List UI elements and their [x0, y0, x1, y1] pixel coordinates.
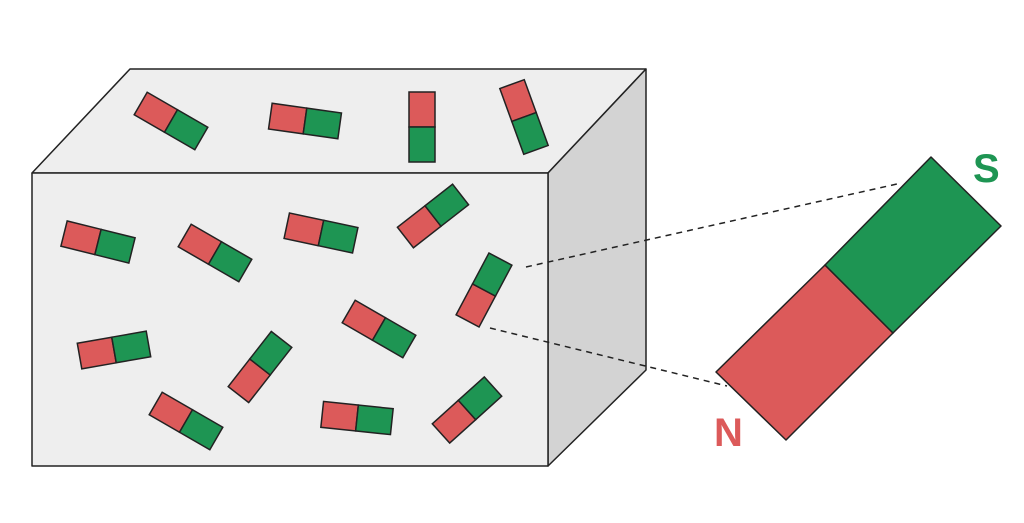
domain-south-half	[457, 375, 503, 421]
zoom-guide-lines	[489, 183, 898, 387]
domain-magnet	[227, 330, 293, 404]
block-front-face	[31, 172, 549, 467]
domain-south-half	[510, 111, 550, 156]
domain-magnet	[320, 400, 394, 436]
domain-south-half	[163, 108, 209, 151]
enlarged-magnet-south-half	[824, 156, 1002, 334]
domain-magnet	[341, 299, 417, 359]
domain-north-half	[320, 400, 360, 432]
domain-south-half	[248, 330, 293, 377]
enlarged-magnet	[715, 156, 1002, 441]
domain-north-half	[76, 336, 118, 370]
domain-magnet	[133, 91, 209, 151]
domain-magnet	[283, 212, 359, 254]
domain-south-half	[178, 408, 224, 451]
domain-magnet	[59, 220, 137, 264]
domain-magnet	[431, 375, 503, 445]
domain-south-half	[471, 251, 513, 298]
domain-magnet	[148, 391, 224, 451]
domain-magnet	[76, 330, 152, 370]
domain-north-half	[408, 91, 436, 128]
south-pole-label: S	[973, 147, 1000, 191]
domain-south-half	[302, 107, 343, 140]
domain-south-half	[207, 240, 253, 283]
domain-magnet	[267, 102, 343, 140]
north-pole-label: N	[714, 411, 743, 455]
domain-magnet	[177, 223, 253, 283]
domain-magnet	[455, 251, 513, 329]
domain-south-half	[354, 404, 394, 436]
domain-magnet	[396, 183, 470, 249]
domain-magnets	[59, 78, 550, 451]
domain-south-half	[110, 330, 152, 364]
domain-magnet	[408, 91, 436, 163]
domain-south-half	[408, 126, 436, 163]
domain-north-half	[267, 102, 308, 135]
domain-magnet	[498, 78, 550, 156]
domain-south-half	[317, 219, 359, 254]
domain-south-half	[371, 316, 417, 359]
zoom-line-lower	[489, 327, 728, 387]
domain-south-half	[93, 228, 137, 264]
material-block	[31, 68, 647, 467]
zoom-line-upper	[525, 183, 898, 268]
domain-south-half	[423, 183, 470, 228]
